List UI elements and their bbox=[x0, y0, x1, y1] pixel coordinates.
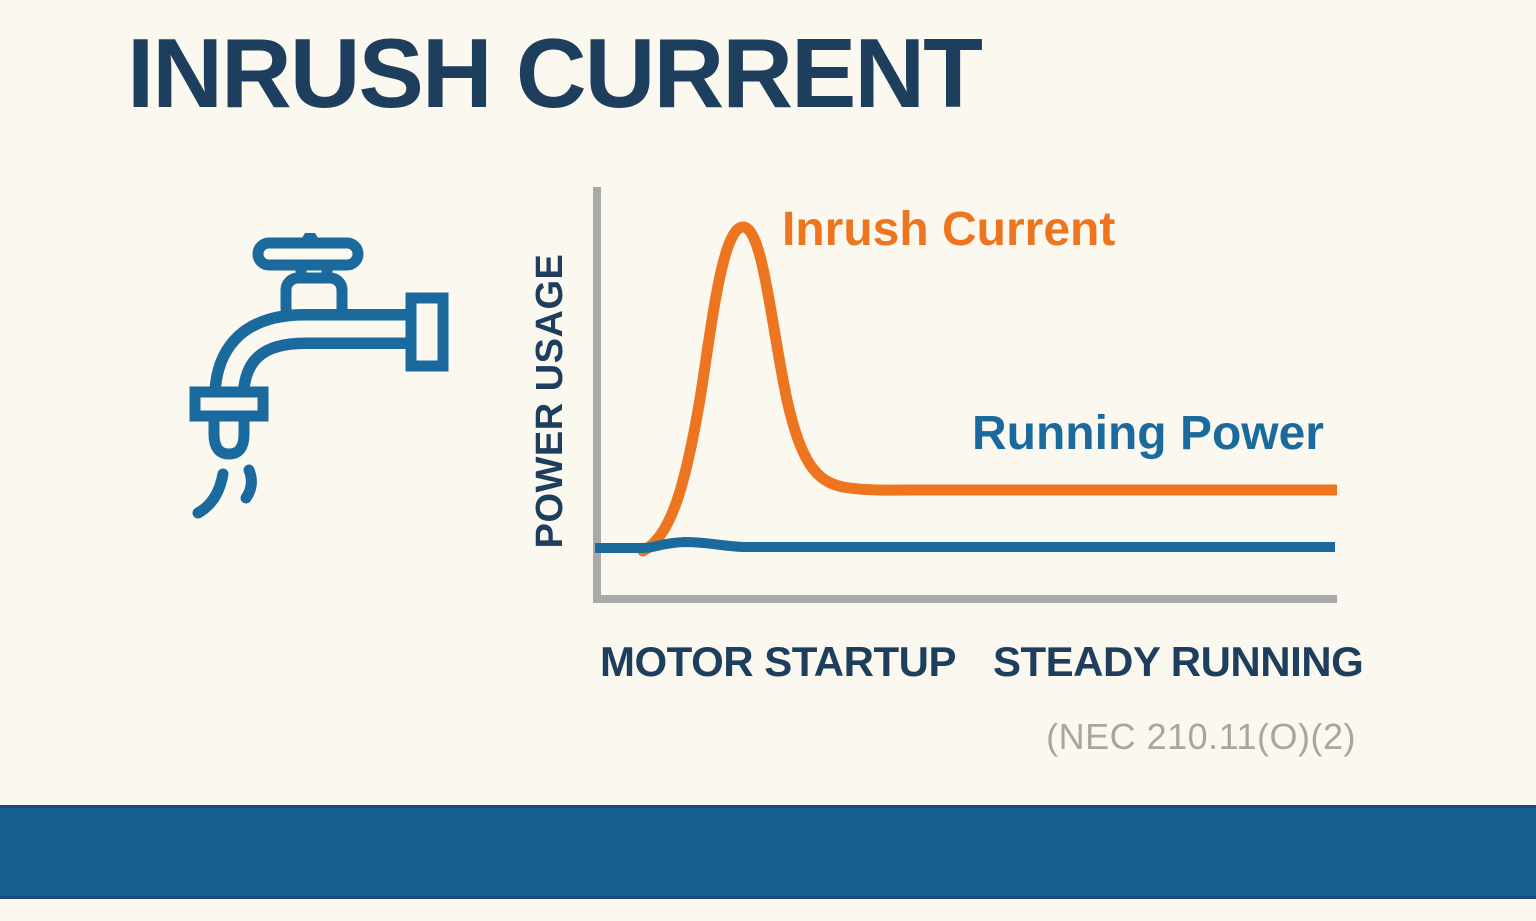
x-zone-label-motor-startup: MOTOR STARTUP bbox=[600, 638, 956, 685]
x-axis bbox=[593, 595, 1337, 603]
dripping-faucet-icon bbox=[189, 233, 449, 519]
chart-curves bbox=[595, 221, 1337, 557]
y-axis-label: POWER USAGE bbox=[529, 253, 571, 549]
water-drip-left bbox=[192, 468, 229, 519]
inrush-current-curve bbox=[637, 221, 1337, 557]
faucet-collar bbox=[189, 386, 269, 422]
faucet-nozzle bbox=[208, 416, 250, 460]
water-drip-right bbox=[240, 464, 257, 504]
faucet-handle-nub bbox=[299, 233, 321, 243]
running-power-label: Running Power bbox=[972, 407, 1324, 460]
footer-bar bbox=[0, 805, 1536, 899]
page-title: INRUSH CURRENT bbox=[127, 18, 983, 128]
faucet-flange bbox=[405, 292, 449, 372]
x-zone-label-steady-running: STEADY RUNNING bbox=[993, 638, 1364, 685]
faucet-pipe-interior bbox=[220, 320, 433, 401]
inrush-current-label: Inrush Current bbox=[782, 203, 1116, 256]
faucet-handle bbox=[252, 237, 364, 271]
running-power-curve bbox=[595, 536, 1335, 553]
y-axis bbox=[593, 187, 601, 603]
nec-code-annotation: (NEC 210.11(O)(2) bbox=[1046, 716, 1356, 757]
